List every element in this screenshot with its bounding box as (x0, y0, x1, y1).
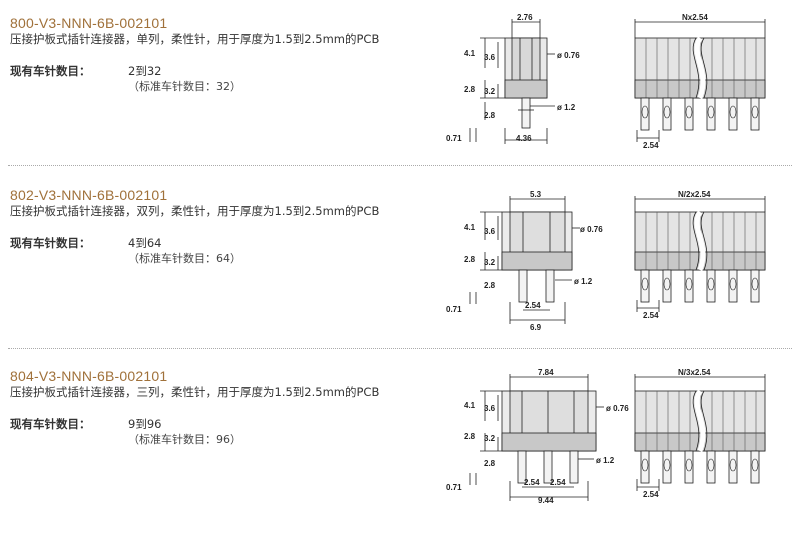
pin (750, 97, 760, 131)
dim-height-4: 3.2 (484, 434, 496, 443)
side-view-drawing: 7.84 4.1 3.6 2.8 3.2 2.8 ø 0.76 ø 1.2 0.… (446, 368, 629, 505)
dim-height-1: 4.1 (464, 401, 476, 410)
positions-label: 现有车针数目： (10, 417, 91, 431)
pin (728, 97, 738, 131)
positions-value: 2到32 (128, 64, 162, 78)
dim-height-3: 2.8 (464, 85, 476, 94)
dim-diameter-2: ø 1.2 (596, 456, 615, 465)
pin (684, 269, 694, 303)
product-section-800: 800-V3-NNN-6B-002101 压接护板式插针连接器，单列，柔性针，用… (0, 10, 800, 180)
dim-diameter-2: ø 1.2 (574, 277, 593, 286)
product-section-804: 804-V3-NNN-6B-002101 压接护板式插针连接器，三列，柔性针，用… (0, 363, 800, 533)
part-number: 804-V3-NNN-6B-002101 (10, 368, 168, 384)
pin (728, 269, 738, 303)
dim-height-5: 2.8 (484, 459, 496, 468)
part-number: 802-V3-NNN-6B-002101 (10, 187, 168, 203)
front-view-drawing: Nx2.54 2.54 (634, 13, 766, 150)
pin (662, 450, 672, 484)
dim-height-1: 4.1 (464, 49, 476, 58)
front-view-drawing: N/3x2.54 2.54 (634, 368, 766, 499)
dim-pitch-label: N/2x2.54 (678, 190, 711, 199)
dim-diameter-2: ø 1.2 (557, 103, 576, 112)
dim-thickness: 0.71 (446, 305, 462, 314)
dim-height-3: 2.8 (464, 432, 476, 441)
side-view-drawing: 2.76 4.1 3.6 2.8 3.2 2.8 ø 0.76 ø 1.2 0.… (446, 13, 580, 144)
dim-width: 2.76 (517, 13, 533, 22)
dim-width: 7.84 (538, 368, 554, 377)
product-description: 压接护板式插针连接器，三列，柔性针，用于厚度为1.5到2.5mm的PCB (10, 385, 380, 399)
pin (662, 269, 672, 303)
dim-diameter-1: ø 0.76 (606, 404, 629, 413)
dim-thickness: 0.71 (446, 483, 462, 492)
dim-height-5: 2.8 (484, 281, 496, 290)
dim-height-4: 3.2 (484, 87, 496, 96)
pin (750, 450, 760, 484)
dim-height-4: 3.2 (484, 258, 496, 267)
product-description: 压接护板式插针连接器，单列，柔性针，用于厚度为1.5到2.5mm的PCB (10, 32, 380, 46)
dim-thickness: 0.71 (446, 134, 462, 143)
dim-pitch: 2.54 (643, 490, 659, 499)
dim-pitch: 2.54 (643, 141, 659, 150)
standard-positions: （标准车针数目：64） (128, 252, 241, 265)
pin (750, 269, 760, 303)
dim-height-2: 3.6 (484, 227, 496, 236)
dim-base: 9.44 (538, 496, 554, 505)
dim-base: 6.9 (530, 323, 542, 332)
dim-height-3: 2.8 (464, 255, 476, 264)
pin (684, 450, 694, 484)
pin (662, 97, 672, 131)
standard-positions: （标准车针数目：32） (128, 80, 241, 93)
pin (706, 97, 716, 131)
positions-label: 现有车针数目： (10, 236, 91, 250)
pin (640, 450, 650, 484)
standard-positions: （标准车针数目：96） (128, 433, 241, 446)
pin (728, 450, 738, 484)
front-view-drawing: N/2x2.54 2.54 (634, 190, 766, 320)
dim-diameter-1: ø 0.76 (557, 51, 580, 60)
pin (684, 97, 694, 131)
pin (706, 269, 716, 303)
pin (706, 450, 716, 484)
dim-pitch-label: N/3x2.54 (678, 368, 711, 377)
dim-pitch: 2.54 (643, 311, 659, 320)
product-description: 压接护板式插针连接器，双列，柔性针，用于厚度为1.5到2.5mm的PCB (10, 204, 380, 218)
dim-height-1: 4.1 (464, 223, 476, 232)
dim-row-pitch-b: 2.54 (550, 478, 566, 487)
dim-row-pitch: 2.54 (525, 301, 541, 310)
dim-width: 5.3 (530, 190, 542, 199)
dim-height-2: 3.6 (484, 404, 496, 413)
dim-base: 4.36 (516, 134, 532, 143)
pin (640, 97, 650, 131)
section-divider (8, 165, 792, 166)
positions-value: 4到64 (128, 236, 162, 250)
dim-diameter-1: ø 0.76 (580, 225, 603, 234)
dim-height-2: 3.6 (484, 53, 496, 62)
pin (640, 269, 650, 303)
product-section-802: 802-V3-NNN-6B-002101 压接护板式插针连接器，双列，柔性针，用… (0, 182, 800, 352)
section-divider (8, 348, 792, 349)
dim-height-5: 2.8 (484, 111, 496, 120)
dim-row-pitch-a: 2.54 (524, 478, 540, 487)
positions-label: 现有车针数目： (10, 64, 91, 78)
positions-value: 9到96 (128, 417, 162, 431)
dim-pitch-label: Nx2.54 (682, 13, 708, 22)
part-number: 800-V3-NNN-6B-002101 (10, 15, 168, 31)
side-view-drawing: 5.3 4.1 3.6 2.8 3.2 2.8 ø 0.76 ø 1.2 0.7… (446, 190, 603, 332)
